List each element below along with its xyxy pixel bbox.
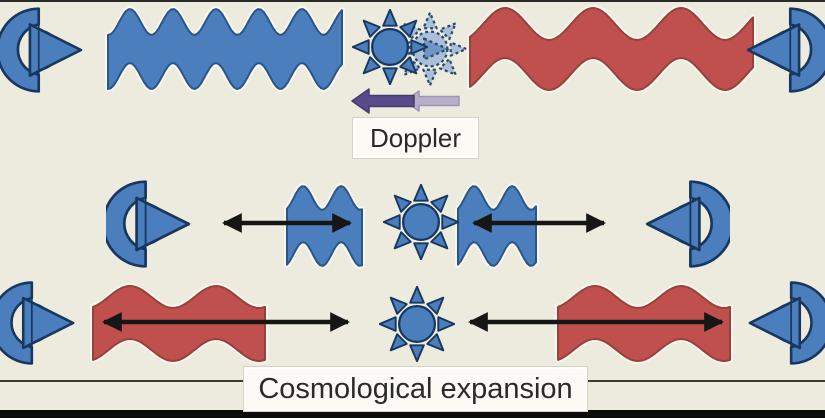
short-wavelength-wave	[284, 183, 365, 269]
top-border-line	[0, 0, 825, 2]
sun-icon	[383, 184, 459, 260]
bottom-black-bar	[0, 410, 825, 418]
short-wavelength-wave	[105, 6, 345, 92]
cosmological-expansion-label: Cosmological expansion	[243, 366, 588, 412]
sun-icon	[352, 9, 428, 85]
doppler-label: Doppler	[352, 117, 479, 159]
left-block-arrow-icon-dark	[351, 88, 415, 114]
telescope-dish-icon	[748, 281, 825, 365]
left-block-arrow-icon-light	[403, 90, 460, 112]
telescope-dish-icon	[0, 7, 83, 93]
telescope-dish-icon	[746, 7, 825, 93]
long-wavelength-wave	[467, 5, 756, 93]
telescope-dish-icon	[0, 281, 75, 365]
telescope-dish-icon	[106, 180, 191, 268]
short-wavelength-wave	[455, 183, 539, 269]
telescope-dish-icon	[645, 180, 730, 268]
sun-icon	[379, 286, 455, 362]
